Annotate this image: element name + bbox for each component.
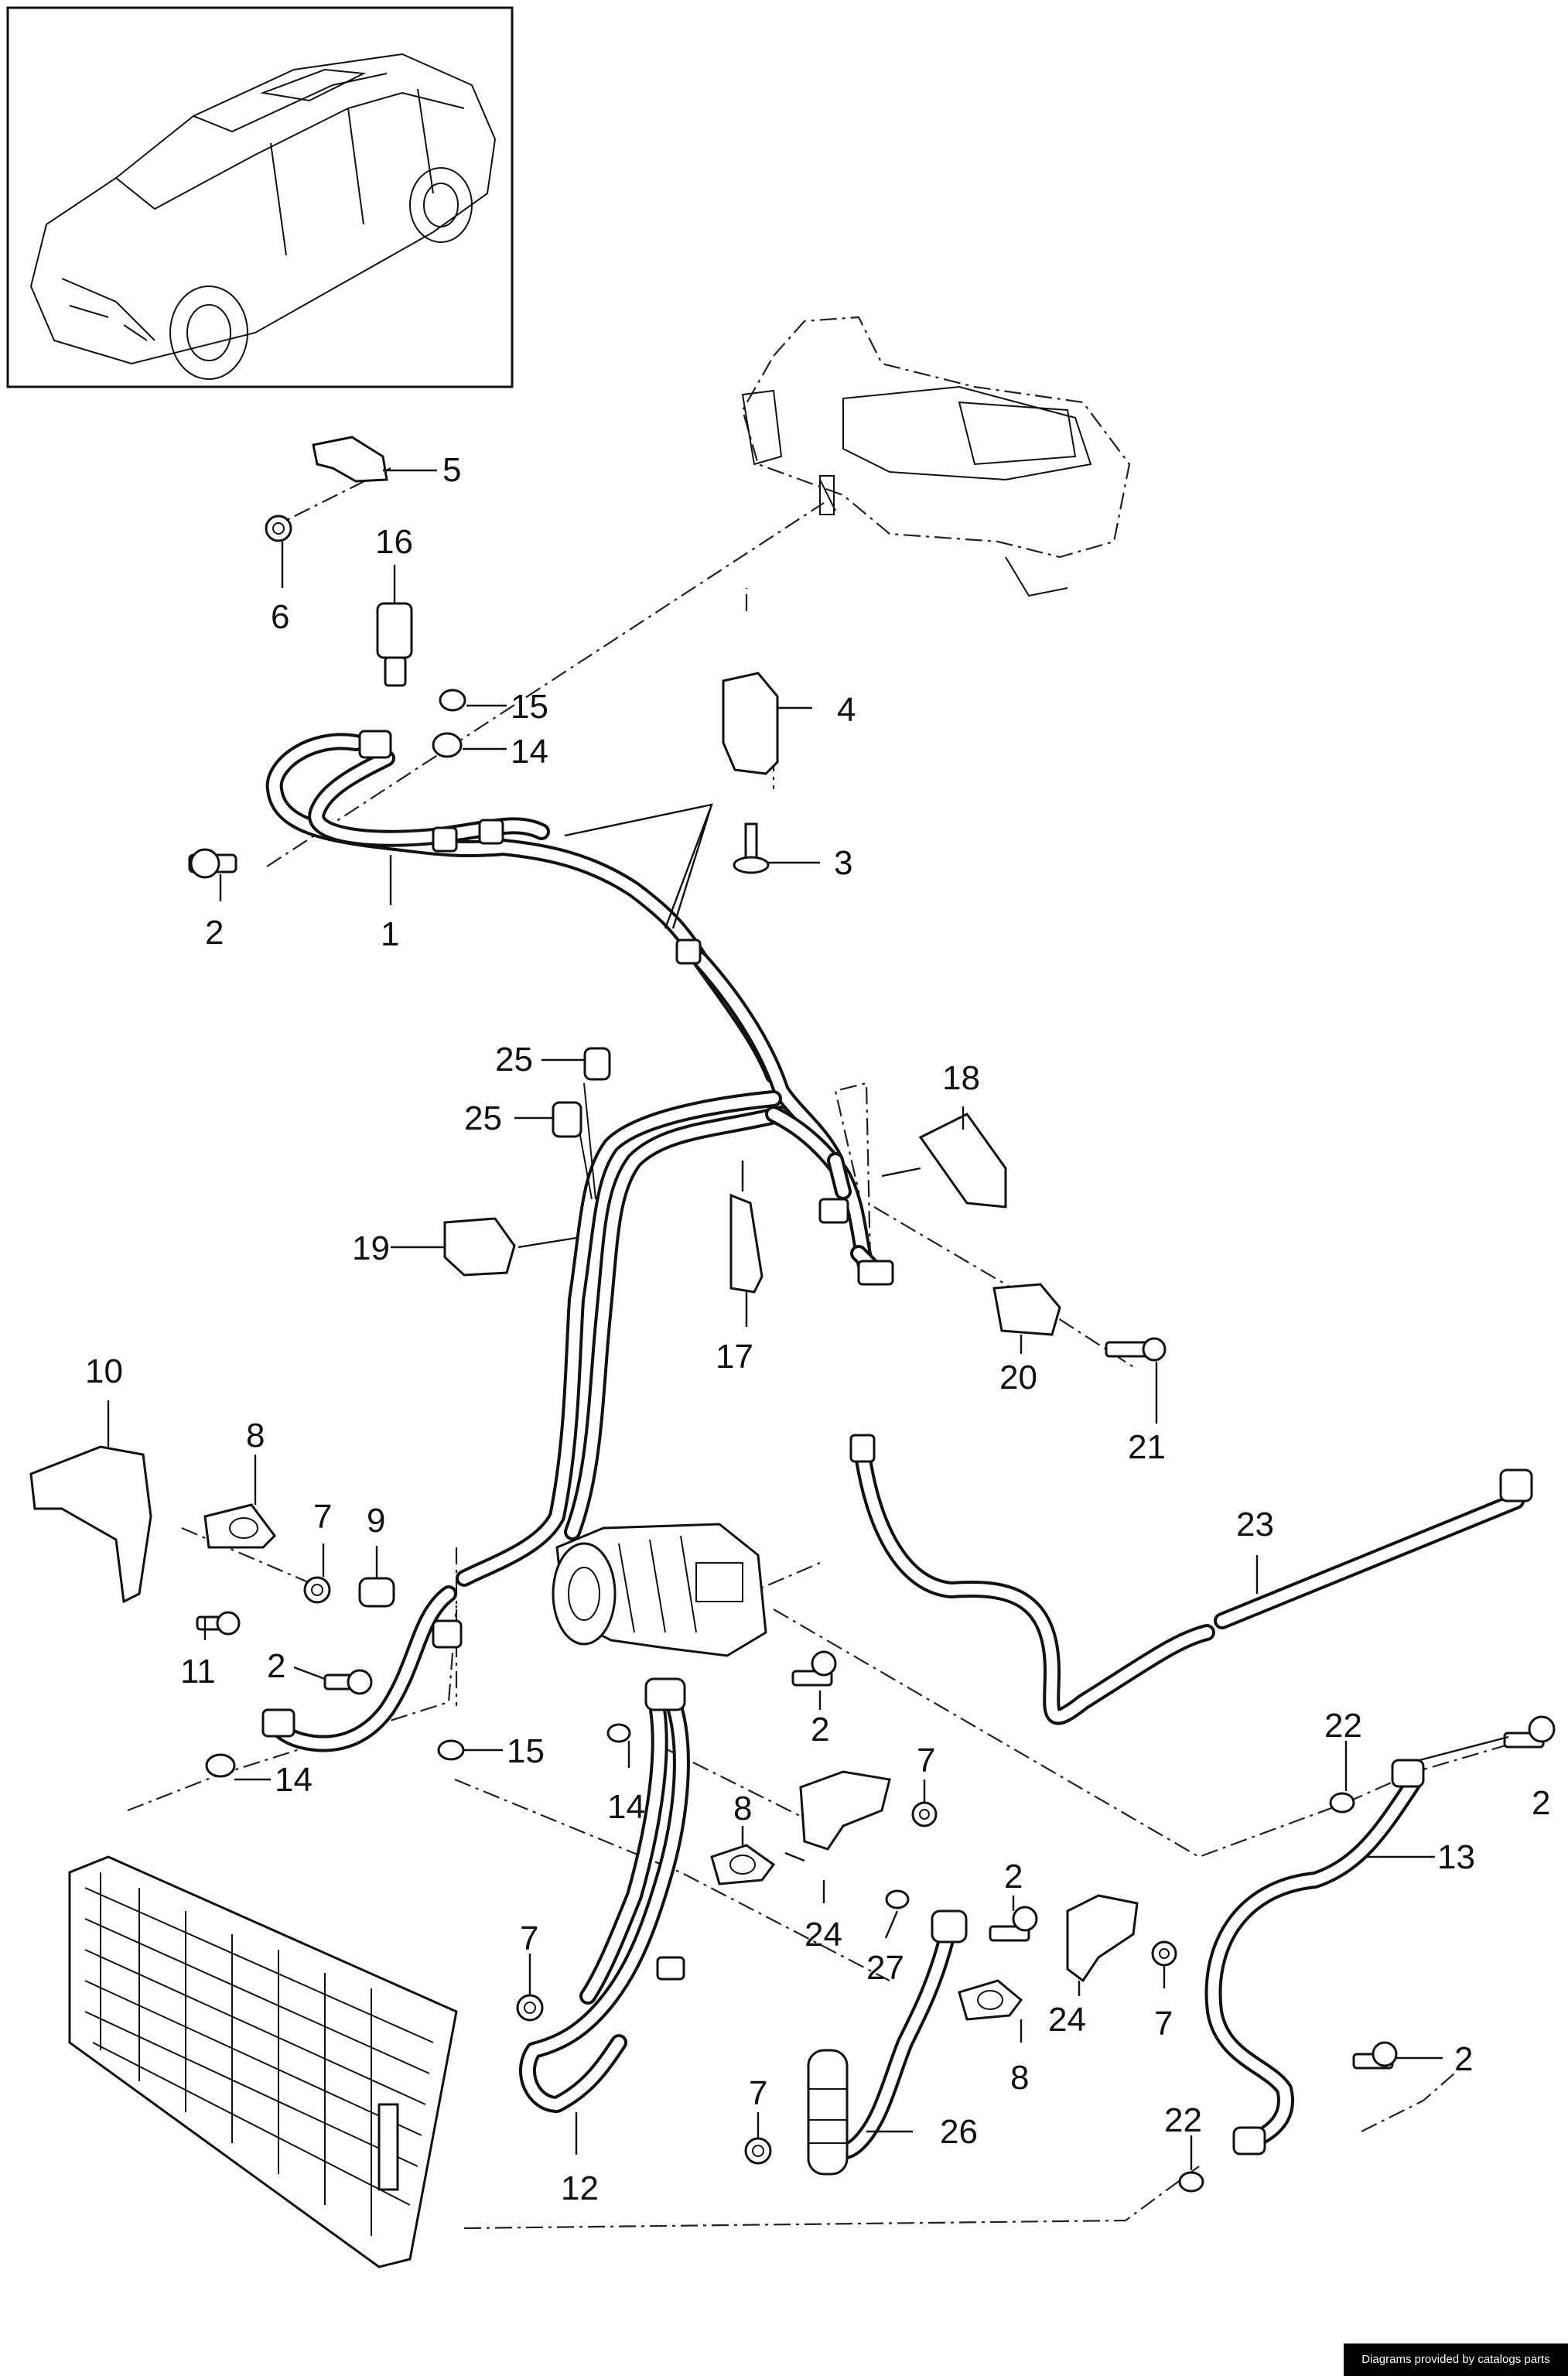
diagram-credit: Diagrams provided by catalogs parts <box>1344 2344 1568 2376</box>
callout-2: 2 <box>811 1711 829 1749</box>
callout-16: 16 <box>375 523 413 561</box>
callout-2: 2 <box>1004 1858 1023 1896</box>
callout-14: 14 <box>275 1761 313 1799</box>
callout-22: 22 <box>1324 1707 1362 1745</box>
callout-12: 12 <box>561 2169 599 2207</box>
callout-20: 20 <box>999 1359 1037 1397</box>
callout-labels: 5 6 16 15 14 4 3 2 1 25 25 18 19 17 20 2… <box>85 451 1550 2207</box>
callout-7: 7 <box>1154 2005 1173 2043</box>
callout-19: 19 <box>352 1229 390 1267</box>
callout-15: 15 <box>511 688 548 726</box>
compressor <box>552 1523 767 1657</box>
callout-27: 27 <box>866 1949 904 1987</box>
callout-21: 21 <box>1128 1428 1166 1466</box>
callout-18: 18 <box>942 1059 980 1097</box>
callout-10: 10 <box>85 1352 123 1390</box>
callout-7: 7 <box>520 1920 538 1957</box>
callout-6: 6 <box>271 598 289 636</box>
condenser <box>68 1855 458 2268</box>
callout-8: 8 <box>246 1417 265 1455</box>
callout-14: 14 <box>607 1788 645 1826</box>
callout-17: 17 <box>716 1338 753 1376</box>
callout-25: 25 <box>464 1099 502 1137</box>
callout-7: 7 <box>749 2074 767 2112</box>
callout-7: 7 <box>917 1742 935 1779</box>
callout-11: 11 <box>180 1653 216 1691</box>
evaporator-housing <box>741 316 1131 597</box>
callout-2: 2 <box>267 1647 285 1685</box>
callout-8: 8 <box>1010 2059 1029 2097</box>
callout-23: 23 <box>1236 1506 1274 1544</box>
callout-9: 9 <box>367 1502 385 1540</box>
callout-15: 15 <box>507 1732 545 1770</box>
callout-4: 4 <box>837 691 856 729</box>
small-parts <box>29 436 1556 2193</box>
callout-5: 5 <box>442 451 461 489</box>
callout-24: 24 <box>1048 2001 1086 2039</box>
callout-25: 25 <box>495 1041 533 1079</box>
callout-2: 2 <box>1454 2040 1473 2078</box>
callout-7: 7 <box>313 1498 332 1536</box>
callout-2: 2 <box>1532 1784 1550 1822</box>
callout-22: 22 <box>1164 2101 1202 2139</box>
callout-2: 2 <box>205 914 224 952</box>
callout-24: 24 <box>804 1916 842 1954</box>
callout-3: 3 <box>834 844 852 882</box>
callout-13: 13 <box>1437 1838 1475 1876</box>
vehicle-thumbnail <box>6 6 514 388</box>
callout-14: 14 <box>511 733 548 771</box>
refrigerant-hoses <box>262 733 1525 2160</box>
callout-26: 26 <box>940 2113 978 2151</box>
leader-lines <box>107 469 1509 2170</box>
callout-1: 1 <box>381 915 399 953</box>
hose-fittings <box>261 730 1533 2155</box>
callout-8: 8 <box>733 1790 752 1827</box>
